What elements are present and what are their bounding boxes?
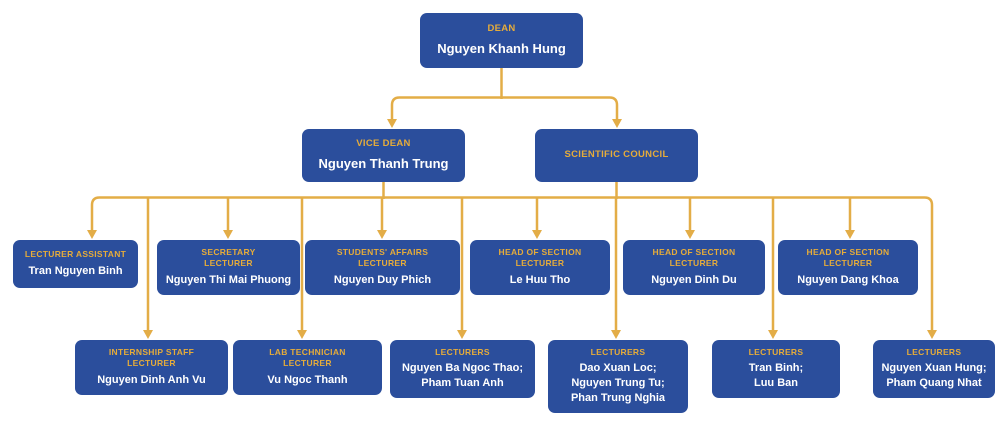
role-title: HEAD OF SECTION LECTURER <box>498 247 582 269</box>
org-box-head-of-section-3: HEAD OF SECTION LECTURER Nguyen Dang Kho… <box>778 240 918 295</box>
org-box-lecturers-3: LECTURERS Tran Binh; Luu Ban <box>712 340 840 399</box>
role-title: LECTURERS <box>906 347 962 357</box>
person-name: Nguyen Xuan Hung; Pham Quang Nhat <box>881 362 987 390</box>
person-name: Nguyen Dang Khoa <box>797 273 899 286</box>
person-name: Nguyen Ba Ngoc Thao; Pham Tuan Anh <box>401 362 523 390</box>
role-title: SECRETARY LECTURER <box>201 247 256 269</box>
role-title: LECTURERS <box>748 347 804 357</box>
role-title: LAB TECHNICIAN LECTURER <box>269 347 346 369</box>
org-box-lecturers-2: LECTURERS Dao Xuan Loc; Nguyen Trung Tu;… <box>548 340 688 413</box>
person-name: Le Huu Tho <box>509 273 571 286</box>
person-name: Nguyen Thi Mai Phuong <box>165 273 292 286</box>
role-title: SCIENTIFIC COUNCIL <box>564 149 669 161</box>
org-box-head-of-section-2: HEAD OF SECTION LECTURER Nguyen Dinh Du <box>623 240 765 295</box>
role-title: VICE DEAN <box>356 138 411 150</box>
person-name: Nguyen Dinh Anh Vu <box>97 373 206 386</box>
role-title: LECTURER ASSISTANT <box>24 249 127 260</box>
org-box-lecturers-1: LECTURERS Nguyen Ba Ngoc Thao; Pham Tuan… <box>390 340 535 399</box>
arrowheads <box>87 119 937 339</box>
org-box-head-of-section-1: HEAD OF SECTION LECTURER Le Huu Tho <box>470 240 610 295</box>
org-box-dean: DEAN Nguyen Khanh Hung <box>420 13 583 68</box>
person-name: Tran Nguyen Binh <box>28 264 123 277</box>
person-name: Nguyen Duy Phich <box>333 273 432 286</box>
person-name: Vu Ngoc Thanh <box>267 373 348 386</box>
org-box-scientific-council: SCIENTIFIC COUNCIL <box>535 129 698 182</box>
org-box-lecturer-assistant: LECTURER ASSISTANT Tran Nguyen Binh <box>13 240 138 288</box>
person-name: Dao Xuan Loc; Nguyen Trung Tu; Phan Trun… <box>570 362 666 405</box>
role-title: DEAN <box>487 23 516 35</box>
org-box-secretary-lecturer: SECRETARY LECTURER Nguyen Thi Mai Phuong <box>157 240 300 295</box>
role-title: LECTURERS <box>435 347 490 357</box>
person-name: Nguyen Dinh Du <box>651 273 737 286</box>
org-box-students-affairs-lecturer: STUDENTS' AFFAIRS LECTURER Nguyen Duy Ph… <box>305 240 460 295</box>
role-title: LECTURERS <box>590 347 646 357</box>
org-box-internship-staff-lecturer: INTERNSHIP STAFF LECTURER Nguyen Dinh An… <box>75 340 228 395</box>
person-name: Tran Binh; Luu Ban <box>748 362 804 390</box>
person-name: Nguyen Thanh Trung <box>318 156 449 172</box>
org-box-lab-technician-lecturer: LAB TECHNICIAN LECTURER Vu Ngoc Thanh <box>233 340 382 395</box>
role-title: HEAD OF SECTION LECTURER <box>652 247 736 269</box>
org-box-lecturers-4: LECTURERS Nguyen Xuan Hung; Pham Quang N… <box>873 340 995 399</box>
role-title: INTERNSHIP STAFF LECTURER <box>108 347 195 369</box>
role-title: HEAD OF SECTION LECTURER <box>806 247 890 269</box>
role-title: STUDENTS' AFFAIRS LECTURER <box>336 247 429 269</box>
org-box-vice-dean: VICE DEAN Nguyen Thanh Trung <box>302 129 465 182</box>
person-name: Nguyen Khanh Hung <box>437 41 566 57</box>
